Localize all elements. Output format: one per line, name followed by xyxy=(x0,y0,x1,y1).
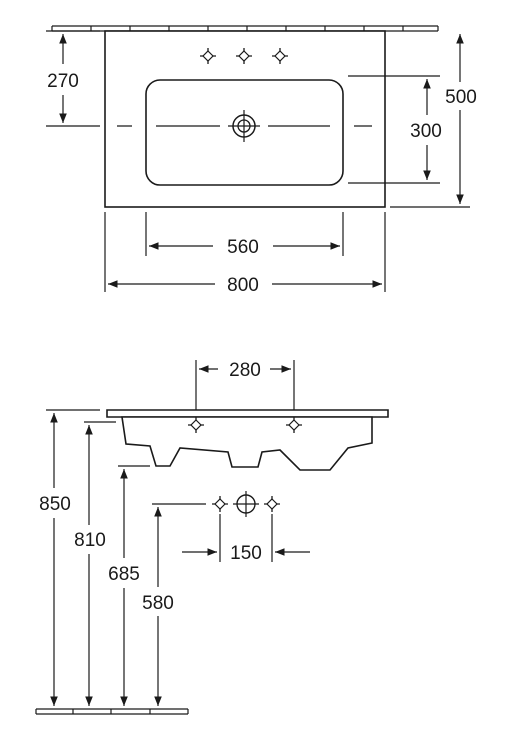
dim-label-150: 150 xyxy=(230,543,262,564)
side-view: 280 850 810 685 xyxy=(35,360,389,715)
dim-label-580: 580 xyxy=(142,593,174,614)
dim-label-800: 800 xyxy=(227,275,259,296)
dim-label-850: 850 xyxy=(39,494,71,515)
dim-500: 500 xyxy=(390,34,477,208)
dim-810: 810 xyxy=(74,425,106,706)
dim-150: 150 xyxy=(182,514,310,564)
dim-label-270: 270 xyxy=(47,71,79,92)
floor-hatch xyxy=(35,708,189,715)
basin-side-profile xyxy=(106,409,389,471)
dim-685: 685 xyxy=(108,469,140,706)
bowl-outline xyxy=(145,79,344,186)
dim-580: 580 xyxy=(142,507,174,706)
waste-connection-icon xyxy=(233,491,259,517)
dim-label-300: 300 xyxy=(410,121,442,142)
dim-label-500: 500 xyxy=(445,87,477,108)
drain-icon xyxy=(228,110,260,142)
dim-label-810: 810 xyxy=(74,530,106,551)
tap-hole-icon xyxy=(211,495,229,513)
dim-270: 270 xyxy=(46,30,100,127)
connection-symbols xyxy=(211,491,281,517)
dim-300: 300 xyxy=(348,75,442,184)
dim-label-560: 560 xyxy=(227,237,259,258)
dim-800: 800 xyxy=(104,212,386,296)
dim-560: 560 xyxy=(145,212,344,258)
dim-label-685: 685 xyxy=(108,564,140,585)
top-view: 270 500 300 560 xyxy=(46,25,477,296)
dim-850: 850 xyxy=(39,413,71,706)
tap-hole-icon xyxy=(263,495,281,513)
dim-label-280: 280 xyxy=(229,360,261,381)
